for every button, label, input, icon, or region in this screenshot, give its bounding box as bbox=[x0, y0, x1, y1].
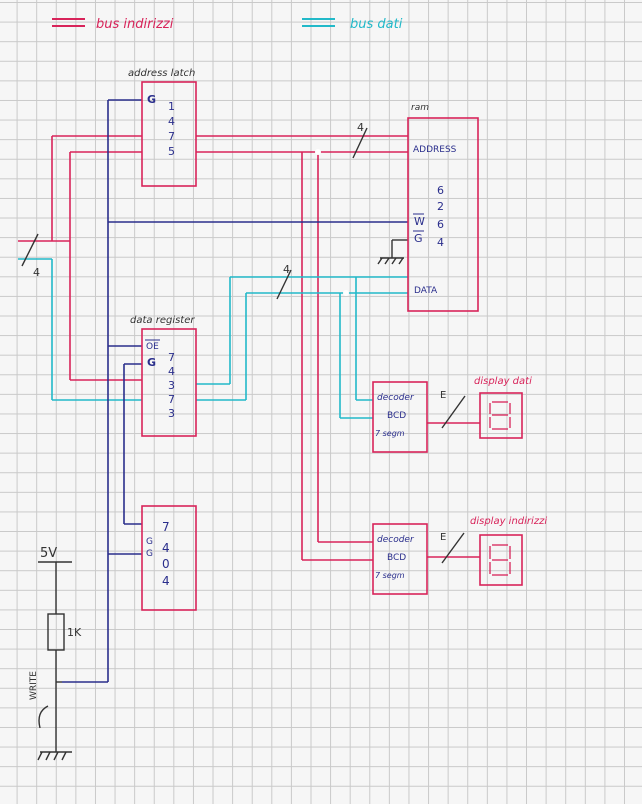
input-bus-width: 4 bbox=[33, 266, 40, 279]
power-circuit: 5V 1K WRITE bbox=[29, 546, 82, 761]
address-bus-wires bbox=[18, 135, 480, 561]
address-latch: address latch G 1 4 7 5 bbox=[128, 68, 197, 187]
seven-segment-digit bbox=[489, 544, 511, 576]
data-register-pin-1: 7 bbox=[168, 351, 175, 364]
ram-oe-label: G bbox=[414, 232, 423, 245]
address-latch-pin-3: 7 bbox=[168, 130, 175, 143]
ram-chip: ram ADDRESS W G 6 2 6 4 DATA bbox=[407, 103, 479, 312]
legend: bus indirizzi bus dati bbox=[52, 17, 403, 32]
decoder-data-line-3: 7 segm bbox=[375, 429, 405, 438]
data-register-title: data register bbox=[130, 315, 195, 326]
ram-title: ram bbox=[411, 103, 429, 113]
decoder-data: decoder BCD 7 segm E bbox=[372, 381, 446, 453]
buffer-pin-1: 7 bbox=[162, 520, 170, 534]
decoder-address-enable: E bbox=[440, 532, 446, 543]
ram-chip-digit-3: 6 bbox=[437, 218, 444, 231]
address-latch-pin-1: 1 bbox=[168, 100, 175, 113]
write-switch bbox=[38, 705, 49, 729]
ram-address-label: ADDRESS bbox=[413, 145, 457, 155]
ram-ground bbox=[377, 239, 408, 265]
legend-address-label: bus indirizzi bbox=[96, 17, 174, 32]
legend-data-label: bus dati bbox=[350, 17, 403, 32]
display-address-title: display indirizzi bbox=[470, 516, 547, 527]
data-register-pin-5: 3 bbox=[168, 407, 175, 420]
buffer-oe: G bbox=[146, 549, 153, 559]
decoder-address-line-3: 7 segm bbox=[375, 571, 405, 580]
seven-segment-digit bbox=[489, 401, 511, 430]
ground-symbol bbox=[37, 751, 72, 761]
data-register-pin-4: 7 bbox=[168, 393, 175, 406]
ram-address-bus-width: 4 bbox=[357, 121, 364, 134]
resistor-value: 1K bbox=[67, 626, 82, 639]
display-address: display indirizzi bbox=[470, 516, 547, 586]
buffer-enable: G bbox=[146, 537, 153, 547]
buffer-chip: 7 4 0 4 G G bbox=[141, 505, 197, 611]
address-latch-pin-4: 5 bbox=[168, 145, 175, 158]
display-data: display dati bbox=[474, 376, 532, 439]
ram-chip-digit-4: 4 bbox=[437, 236, 444, 249]
buffer-pin-4: 4 bbox=[162, 574, 170, 588]
buffer-pin-2: 4 bbox=[162, 541, 170, 555]
supply-voltage: 5V bbox=[40, 546, 57, 561]
bus-slashes bbox=[21, 127, 466, 564]
data-bus-wires bbox=[18, 258, 408, 419]
decoder-data-line-2: BCD bbox=[387, 411, 406, 421]
address-latch-enable: G bbox=[147, 93, 156, 106]
ram-we-label: W bbox=[414, 215, 425, 228]
data-register-enable: G bbox=[147, 356, 156, 369]
buffer-pin-3: 0 bbox=[162, 557, 170, 571]
decoder-address-line-2: BCD bbox=[387, 553, 406, 563]
decoder-address-line-1: decoder bbox=[377, 535, 415, 545]
data-register-oe: OE bbox=[146, 342, 159, 352]
ram-chip-digit-1: 6 bbox=[437, 184, 444, 197]
decoder-data-line-1: decoder bbox=[377, 393, 415, 403]
data-register: data register OE G 7 4 3 7 3 bbox=[130, 315, 197, 437]
write-switch-label: WRITE bbox=[29, 671, 39, 700]
decoder-address: decoder BCD 7 segm E bbox=[372, 523, 446, 595]
decoder-data-enable: E bbox=[440, 390, 446, 401]
data-bus-width: 4 bbox=[283, 263, 290, 276]
ram-chip-digit-2: 2 bbox=[437, 200, 444, 213]
data-register-pin-2: 4 bbox=[168, 365, 175, 378]
ram-data-label: DATA bbox=[414, 286, 438, 296]
data-register-pin-3: 3 bbox=[168, 379, 175, 392]
resistor bbox=[47, 613, 65, 651]
control-wires bbox=[62, 99, 408, 683]
junction-dots bbox=[315, 149, 349, 296]
address-latch-pin-2: 4 bbox=[168, 115, 175, 128]
display-data-title: display dati bbox=[474, 376, 532, 387]
address-latch-title: address latch bbox=[128, 68, 195, 79]
